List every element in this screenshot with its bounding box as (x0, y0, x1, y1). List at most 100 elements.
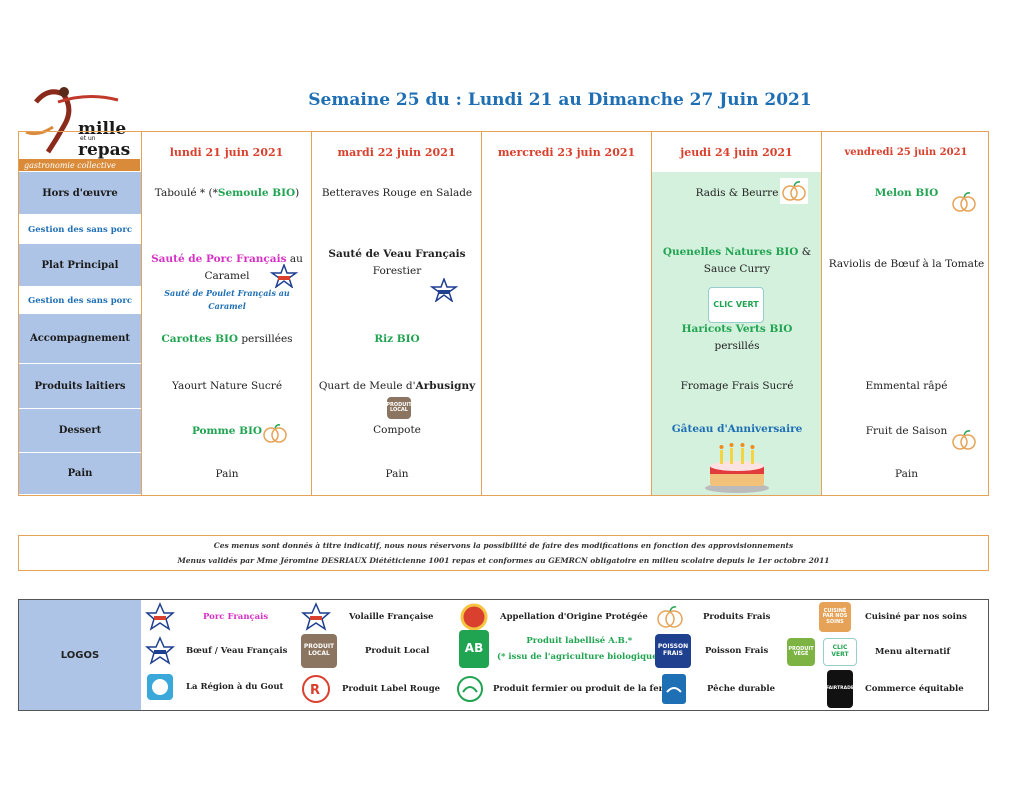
lundi-hors-oeuvre: Taboulé * (*Semoule BIO) (142, 172, 312, 215)
jeudi-accomp-bio: Haricots Verts BIO (681, 323, 793, 336)
legend-equitable-label: Commerce équitable (865, 684, 964, 694)
lundi-hors-bio: Semoule BIO (217, 187, 296, 200)
mardi-plat: Sauté de Veau Français Forestier (312, 244, 482, 282)
brand-line2: et un (80, 135, 96, 142)
jeudi-dessert: Gâteau d'Anniversaire (671, 422, 803, 435)
page-title: Semaine 25 du : Lundi 21 au Dimanche 27 … (308, 90, 812, 110)
legend-equitable: FAIRTRADE Commerce équitable (826, 670, 964, 708)
produits-frais-icon (952, 192, 976, 212)
legend-boeuf: Bœuf / Veau Français (145, 636, 287, 666)
clic-vert-icon: CLIC VERT (823, 638, 857, 666)
legend-cuisine: CUISINÉ PAR NOS SOINS Cuisiné par nos so… (819, 602, 967, 632)
produits-frais-icon (657, 606, 683, 628)
logos-legend: LOGOS Porc Français Bœuf / Veau Français… (18, 599, 989, 711)
birthday-cake-icon (705, 443, 769, 493)
volaille-francaise-icon (301, 602, 331, 631)
legend-porc: Porc Français (145, 602, 268, 632)
row-label-hors-oeuvre: Hors d'œuvre (19, 172, 141, 215)
clic-vert-badge: CLIC VERT (708, 287, 764, 323)
produits-frais-icon (780, 178, 808, 204)
vendredi-hors-oeuvre: Melon BIO (874, 187, 939, 200)
svg-text:R: R (310, 683, 320, 698)
legend-label-rouge-label: Produit Label Rouge (342, 684, 441, 694)
mardi-hors-oeuvre: Betteraves Rouge en Salade (321, 187, 473, 200)
produit-vege-badge: PRODUIT VÉGÉ (787, 638, 815, 666)
row-label-pain: Pain (19, 453, 141, 495)
mardi-pain: Pain (385, 467, 409, 480)
lundi-hors-c: ) (295, 187, 300, 200)
label-rouge-icon: R (302, 675, 330, 703)
row-label-sans-porc-2: Gestion des sans porc (19, 287, 141, 314)
legend-aop-label: Appellation d'Origine Protégée (500, 612, 648, 622)
lundi-hors-a: Taboulé * (* (154, 187, 218, 200)
legend-ab-line2: (* issu de l'agriculture biologique) (497, 652, 662, 662)
legend-aop: Appellation d'Origine Protégée (459, 602, 648, 632)
produit-local-badge: PRODUIT LOCAL (301, 634, 337, 668)
legend-region: La Région à du Gout (145, 672, 283, 702)
row-label-sans-porc-1: Gestion des sans porc (19, 215, 141, 244)
jeudi-laitier: Fromage Frais Sucré (680, 380, 794, 393)
porc-francais-icon (145, 602, 175, 631)
mardi-laitier: Quart de Meule d'Arbusigny (312, 364, 482, 409)
legend-poisson: POISSON FRAIS Poisson Frais (655, 634, 768, 668)
brand-logo: mille et un repas gastronomie collective (18, 82, 140, 172)
lundi-plat-b: au Caramel (204, 253, 303, 282)
lundi-plat-porc: Sauté de Porc Français (151, 253, 287, 266)
produits-frais-icon (263, 424, 287, 443)
legend-porc-label: Porc Français (203, 612, 269, 622)
mardi-plat-veau: Sauté de Veau Français (328, 248, 466, 261)
disclaimer-box: Ces menus sont donnés à titre indicatif,… (18, 535, 989, 571)
day-header-mardi: mardi 22 juin 2021 (337, 145, 456, 159)
legend-local-label: Produit Local (365, 646, 430, 656)
legend-cuisine-label: Cuisiné par nos soins (865, 612, 967, 622)
legend-boeuf-label: Bœuf / Veau Français (186, 646, 288, 656)
day-header-vendredi: vendredi 25 juin 2021 (844, 146, 968, 158)
day-column-mercredi: mercredi 23 juin 2021 (481, 132, 651, 495)
legend-fermier: Produit fermier ou produit de la ferme (455, 674, 677, 704)
lundi-plat: Sauté de Porc Français au Caramel (142, 244, 312, 292)
lundi-accomp-b: persillées (238, 332, 293, 345)
legend-peche: Pêche durable (659, 672, 775, 706)
vendredi-dessert: Fruit de Saison (865, 424, 948, 437)
boeuf-veau-francais-icon (430, 278, 458, 302)
legend-volaille: Volaille Française (301, 602, 433, 632)
legend-ab: AB Produit labellisé A.B.* (* issu de l'… (459, 630, 662, 668)
day-column-vendredi: vendredi 25 juin 2021 Melon BIO Raviolis… (821, 132, 990, 495)
jeudi-hors-oeuvre: Radis & Beurre (695, 187, 779, 200)
menu-grid: Hors d'œuvre Gestion des sans porc Plat … (18, 131, 989, 496)
lundi-dessert: Pomme BIO (191, 424, 263, 437)
fairtrade-icon: FAIRTRADE (826, 670, 854, 708)
disclaimer-line-2: Menus validés par Mme Jéromine DESRIAUX … (177, 556, 830, 565)
jeudi-plat-b: & Sauce Curry (703, 246, 812, 275)
vendredi-laitier: Emmental râpé (865, 380, 948, 393)
vendredi-plat: Raviolis de Bœuf à la Tomate (828, 257, 985, 270)
mardi-plat-b: Forestier (372, 265, 422, 277)
produit-fermier-icon (457, 676, 483, 702)
lundi-sans-porc: Sauté de Poulet Français au Caramel (164, 288, 290, 311)
legend-frais-label: Produits Frais (703, 612, 771, 622)
day-header-jeudi: jeudi 24 juin 2021 (680, 145, 793, 159)
poisson-frais-badge: POISSON FRAIS (655, 634, 691, 668)
legend-ab-line1: Produit labellisé A.B.* (526, 636, 633, 646)
porc-francais-icon (270, 264, 298, 288)
legend-region-label: La Région à du Gout (186, 682, 284, 692)
brand-tagline: gastronomie collective (24, 161, 116, 170)
cuisine-badge: CUISINÉ PAR NOS SOINS (819, 602, 851, 632)
jeudi-plat-bio: Quenelles Natures BIO (662, 246, 799, 259)
row-label-accompagnement: Accompagnement (19, 314, 141, 364)
peche-durable-icon (662, 674, 686, 704)
legend-volaille-label: Volaille Française (349, 612, 434, 622)
mardi-dessert: Compote (373, 423, 421, 436)
legend-local: PRODUIT LOCAL Produit Local (301, 634, 429, 668)
row-label-dessert: Dessert (19, 409, 141, 453)
produit-local-badge: PRODUIT LOCAL (386, 397, 412, 419)
produits-frais-icon (952, 430, 976, 450)
region-gout-icon (147, 674, 173, 700)
day-column-jeudi: jeudi 24 juin 2021 Radis & Beurre Quenel… (651, 132, 821, 495)
legend-title: LOGOS (19, 600, 141, 710)
day-column-mardi: mardi 22 juin 2021 Betteraves Rouge en S… (311, 132, 481, 495)
mardi-accompagnement: Riz BIO (374, 332, 420, 345)
legend-label-rouge: R Produit Label Rouge (301, 674, 440, 704)
day-header-mercredi: mercredi 23 juin 2021 (497, 145, 636, 159)
brand-line3: repas (78, 140, 130, 160)
